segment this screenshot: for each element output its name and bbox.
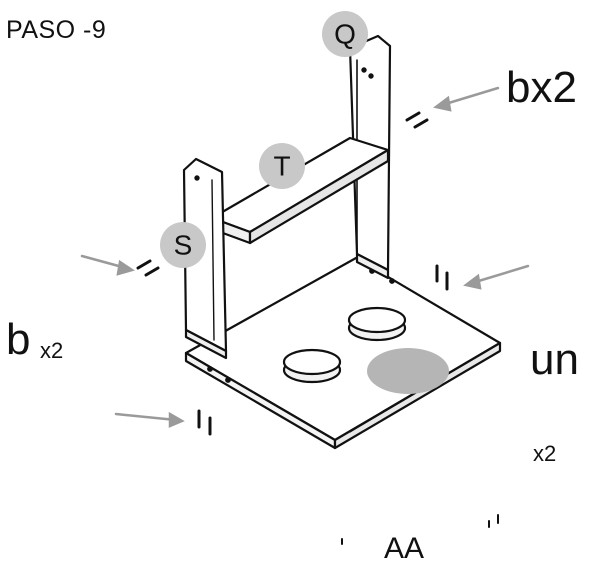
hardware-marks-bottom-icon (197, 409, 212, 436)
hardware-b-left-letter: b (6, 315, 31, 364)
label-q-text: Q (334, 19, 356, 50)
shelf-t (210, 136, 390, 245)
label-circle-q: Q (322, 11, 368, 57)
arrow-left-icon (80, 254, 135, 276)
hardware-un-qty: x2 (533, 441, 557, 466)
hardware-b-left-qty: x2 (40, 338, 64, 363)
disc-front (282, 348, 342, 384)
base-board (184, 256, 502, 450)
panel-s (182, 157, 228, 360)
step-title: PASO -9 (6, 16, 107, 44)
small-marks-bottom-icon (341, 514, 499, 545)
hardware-marks-right-top-icon (405, 111, 429, 129)
hardware-aa-label: AA (384, 532, 425, 565)
hardware-un-label: un (530, 335, 579, 384)
arrow-right-top-icon (433, 86, 500, 112)
hardware-marks-right-mid-icon (435, 264, 449, 291)
arrow-right-mid-icon (463, 264, 530, 290)
hardware-b-right-label: bx2 (506, 63, 577, 112)
grey-blob (367, 348, 449, 394)
label-t-text: T (273, 151, 290, 182)
hardware-marks-left-icon (136, 259, 160, 277)
disc-back (347, 306, 407, 342)
label-circle-s: S (160, 222, 206, 268)
label-circle-t: T (259, 143, 305, 189)
label-s-text: S (174, 230, 193, 261)
arrow-bottom-left-icon (114, 411, 185, 428)
